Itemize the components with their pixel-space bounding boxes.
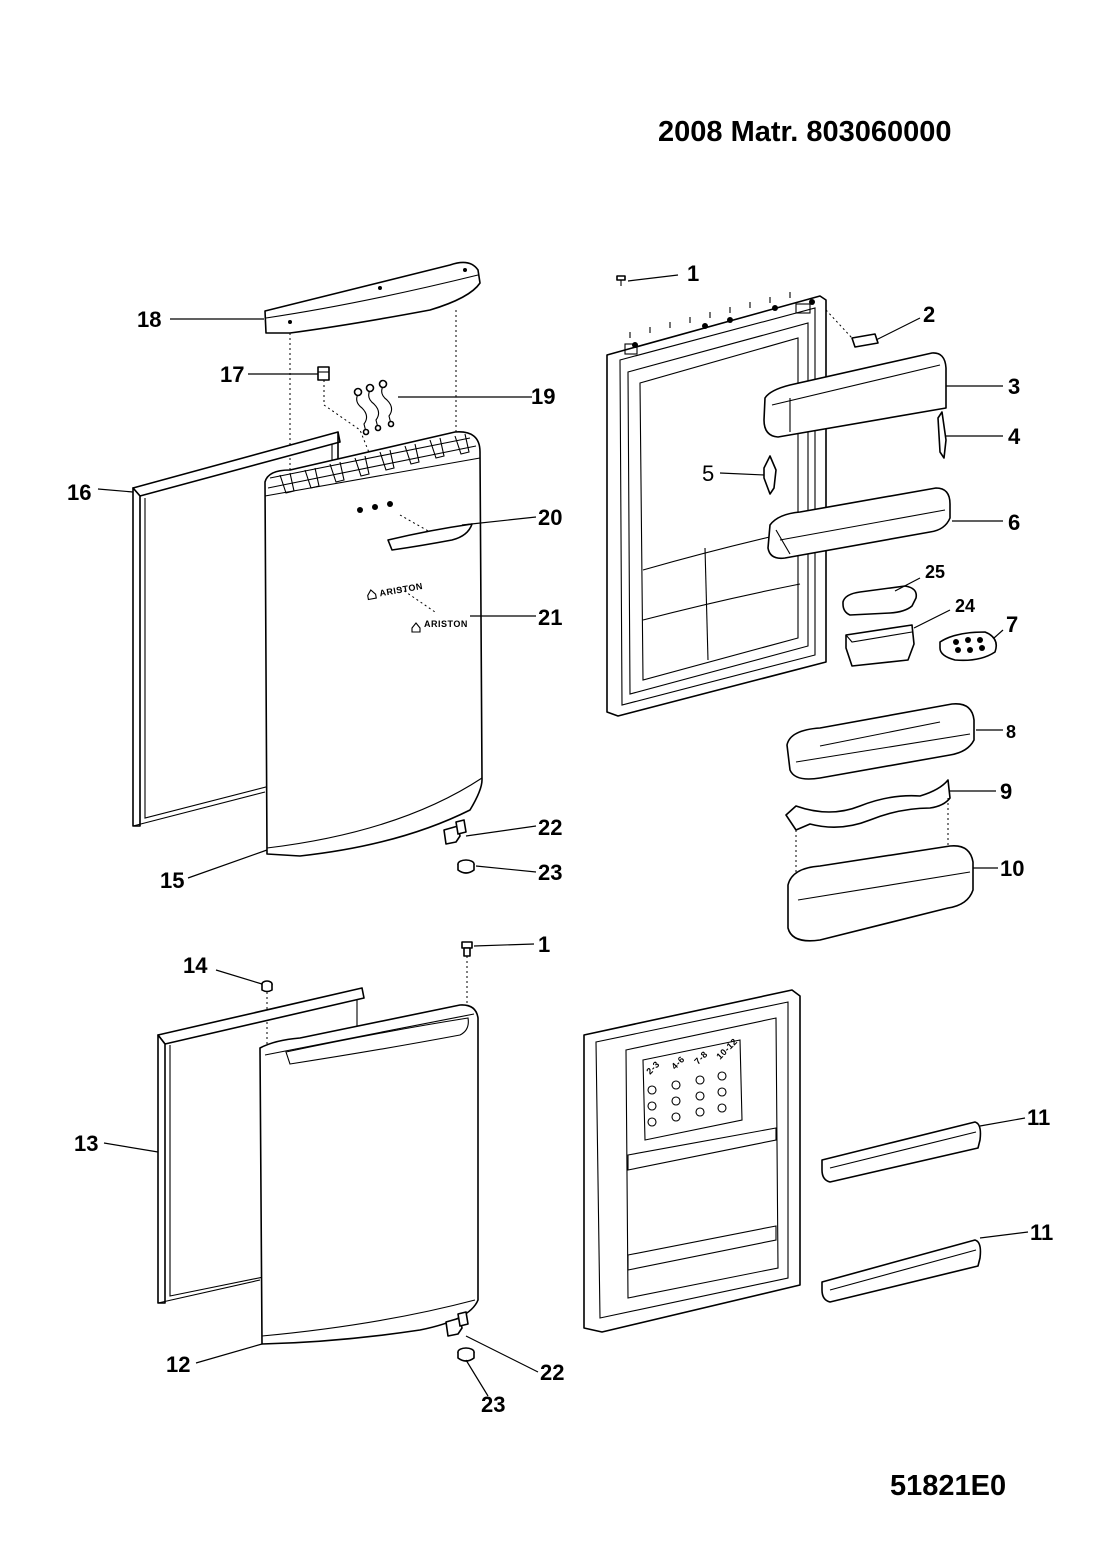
door-shelf-8 [786, 703, 975, 780]
part-label-17: 17 [220, 362, 244, 387]
part-label-23-lower: 23 [481, 1392, 505, 1417]
diagram-title: 2008 Matr. 803060000 [658, 116, 952, 148]
svg-text:ARISTON: ARISTON [424, 619, 468, 629]
screw-1-top [616, 275, 626, 286]
part-label-13: 13 [74, 1131, 98, 1156]
inner-door-cap-2 [851, 333, 879, 348]
part-label-11-upper: 11 [1027, 1105, 1050, 1130]
dairy-compartment-lid-3 [763, 352, 947, 438]
egg-tray-lid-25 [842, 585, 918, 616]
part-label-4: 4 [1008, 424, 1021, 449]
part-label-8: 8 [1006, 722, 1016, 742]
part-label-5: 5 [702, 461, 714, 486]
fridge-door-panel [264, 431, 483, 857]
screw-1-lower [461, 941, 473, 957]
door-handle-recess [387, 523, 473, 551]
part-label-21: 21 [538, 605, 562, 630]
bottle-retainer-9 [785, 779, 951, 831]
door-hinge-pins-19 [353, 379, 395, 436]
part-label-1-top: 1 [687, 261, 699, 286]
part-label-11-lower: 11 [1030, 1220, 1053, 1245]
door-bottle-shelf-10 [787, 845, 974, 942]
part-label-25: 25 [925, 562, 945, 582]
part-label-1-lower: 1 [538, 932, 550, 957]
top-door-trim-cover [264, 261, 481, 334]
part-label-9: 9 [1000, 779, 1012, 804]
part-label-20: 20 [538, 505, 562, 530]
freezer-door-panel [259, 1004, 479, 1345]
part-label-22-upper: 22 [538, 815, 562, 840]
freezer-flap-11-lower [821, 1239, 982, 1303]
door-cap-14 [261, 980, 273, 993]
freezer-flap-11-upper [821, 1121, 982, 1183]
part-label-24: 24 [955, 596, 975, 616]
door-bush-23-lower [457, 1347, 475, 1362]
door-bush-23-upper [457, 859, 475, 874]
door-shelf-6 [767, 487, 951, 560]
freezer-inner-door-liner: 2-3 4-6 7-8 10-12 [583, 989, 801, 1333]
door-clip-17 [317, 366, 330, 381]
part-label-23-upper: 23 [538, 860, 562, 885]
part-label-7: 7 [1006, 612, 1018, 637]
part-label-19: 19 [531, 384, 555, 409]
part-label-12: 12 [166, 1352, 190, 1377]
part-label-14: 14 [183, 953, 208, 978]
fridge-inner-door-liner [606, 292, 827, 717]
part-label-6: 6 [1008, 510, 1020, 535]
part-label-18: 18 [137, 307, 161, 332]
egg-tray-7 [939, 631, 998, 662]
leader-lines [97, 274, 1029, 1397]
part-label-2: 2 [923, 302, 935, 327]
door-hinge-22-upper [443, 819, 467, 845]
part-label-22-lower: 22 [540, 1360, 564, 1385]
part-label-15: 15 [160, 868, 184, 893]
lid-hinge-5 [763, 455, 777, 495]
part-label-16: 16 [67, 480, 91, 505]
ariston-badge-21: ARISTON [411, 619, 468, 633]
part-label-3: 3 [1008, 374, 1020, 399]
part-label-10: 10 [1000, 856, 1024, 881]
butter-box-24 [845, 624, 915, 667]
document-number: 51821E0 [890, 1470, 1007, 1502]
lid-hinge-clip-4 [937, 411, 947, 459]
door-hinge-22-lower [445, 1311, 469, 1337]
